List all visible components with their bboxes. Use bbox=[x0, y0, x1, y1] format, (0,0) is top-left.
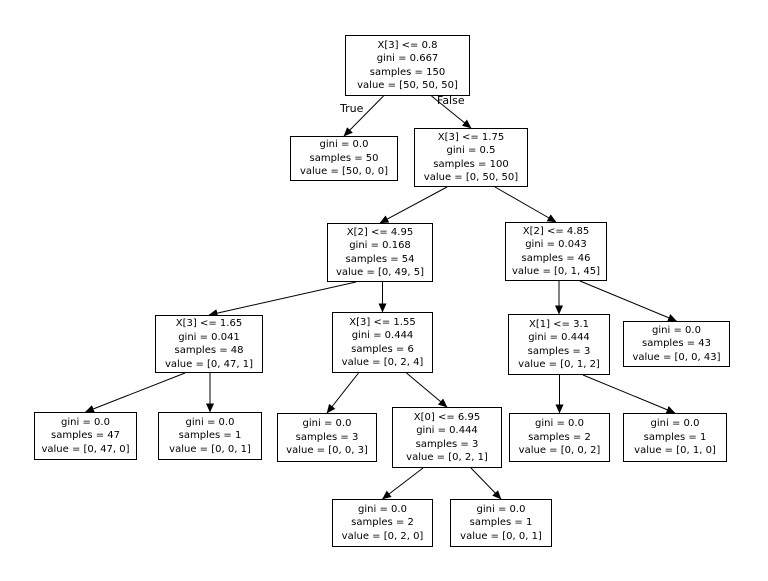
tree-node-n2: X[3] <= 1.75 gini = 0.5 samples = 100 value… bbox=[414, 128, 528, 187]
node-text-line: value = [0, 2, 0] bbox=[341, 530, 424, 542]
node-text-line: samples = 1 bbox=[643, 431, 707, 443]
tree-node-n7: X[1] <= 3.1 gini = 0.444 samples = 3 value … bbox=[508, 314, 610, 375]
node-text-line: gini = 0.444 bbox=[351, 330, 414, 341]
node-text-line: gini = 0.0 bbox=[358, 503, 407, 515]
tree-edge-n6-n11 bbox=[326, 372, 359, 414]
node-text-line: value = [0, 47, 1] bbox=[164, 358, 254, 370]
node-text-line: X[2] <= 4.85 bbox=[522, 225, 590, 237]
node-text-line: value = [0, 1, 45] bbox=[511, 266, 601, 277]
node-text-line: gini = 0.0 bbox=[476, 503, 526, 515]
node-text-line: gini = 0.0 bbox=[652, 324, 701, 336]
node-text-line: value = [0, 47, 0] bbox=[41, 443, 130, 455]
node-text-line: gini = 0.0 bbox=[650, 418, 700, 430]
node-text-line: samples = 1 bbox=[469, 517, 533, 529]
node-text-line: value = [0, 2, 4] bbox=[341, 357, 424, 368]
tree-edge-n6-n12 bbox=[406, 372, 448, 408]
tree-edge-n0-n2 bbox=[431, 95, 472, 129]
node-text-line: gini = 0.667 bbox=[376, 53, 439, 64]
node-text-line: samples = 150 bbox=[369, 66, 446, 78]
node-text-line: samples = 1 bbox=[178, 430, 242, 442]
node-text-line: X[3] <= 1.55 bbox=[349, 316, 416, 328]
tree-node-n12: X[0] <= 6.95 gini = 0.444 samples = 3 value… bbox=[392, 407, 502, 468]
node-text-line: gini = 0.0 bbox=[302, 418, 352, 430]
node-text-line: gini = 0.444 bbox=[528, 332, 590, 343]
node-text-line: value = [0, 0, 43] bbox=[632, 351, 721, 363]
edge-label-true: True bbox=[340, 102, 364, 115]
node-text-line: value = [50, 0, 0] bbox=[299, 166, 389, 178]
node-text-line: gini = 0.444 bbox=[416, 425, 478, 436]
tree-node-n0: X[3] <= 0.8 gini = 0.667 samples = 150 valu… bbox=[345, 35, 470, 96]
node-text-line: X[2] <= 4.95 bbox=[346, 226, 414, 238]
node-text-line: samples = 3 bbox=[295, 431, 359, 443]
node-text-line: value = [0, 0, 2] bbox=[518, 445, 601, 457]
node-text-line: value = [0, 0, 1] bbox=[460, 530, 542, 542]
node-text-line: X[1] <= 3.1 bbox=[528, 318, 590, 330]
node-text-line: samples = 46 bbox=[521, 252, 591, 264]
node-text-line: value = [0, 50, 50] bbox=[423, 172, 519, 183]
tree-edge-n12-n15 bbox=[382, 467, 424, 500]
edge-label-false: False bbox=[437, 94, 465, 107]
node-text-line: gini = 0.0 bbox=[535, 418, 584, 430]
node-text-line: samples = 48 bbox=[174, 345, 244, 356]
node-text-line: samples = 2 bbox=[351, 517, 414, 529]
node-text-line: X[3] <= 1.75 bbox=[437, 131, 505, 143]
tree-node-n3: X[2] <= 4.95 gini = 0.168 samples = 54 valu… bbox=[327, 223, 433, 282]
tree-edge-n5-n9 bbox=[85, 372, 186, 413]
node-text-line: samples = 3 bbox=[415, 438, 479, 450]
node-text-line: gini = 0.168 bbox=[349, 240, 411, 251]
tree-edge-n12-n16 bbox=[470, 467, 502, 500]
node-text-line: value = [0, 2, 1] bbox=[406, 452, 488, 463]
node-text-line: value = [0, 1, 2] bbox=[518, 359, 600, 370]
node-text-line: value = [0, 49, 5] bbox=[335, 267, 425, 278]
node-text-line: gini = 0.0 bbox=[185, 416, 235, 428]
node-text-line: samples = 54 bbox=[345, 253, 415, 265]
tree-node-n5: X[3] <= 1.65 gini = 0.041 samples = 48 valu… bbox=[155, 315, 263, 373]
node-text-line: value = [0, 0, 1] bbox=[169, 443, 251, 455]
node-text-line: value = [0, 0, 3] bbox=[286, 445, 368, 457]
node-text-line: value = [0, 1, 0] bbox=[634, 445, 716, 457]
tree-edge-n3-n5 bbox=[208, 281, 357, 318]
node-text-line: gini = 0.041 bbox=[178, 331, 240, 343]
node-text-line: samples = 100 bbox=[433, 158, 509, 170]
node-text-line: X[3] <= 0.8 bbox=[377, 39, 438, 51]
node-text-line: gini = 0.0 bbox=[319, 139, 369, 151]
node-text-line: gini = 0.0 bbox=[61, 416, 110, 428]
node-text-line: value = [50, 50, 50] bbox=[357, 80, 458, 91]
tree-edge-n0-n1 bbox=[343, 95, 384, 137]
node-text-line: samples = 2 bbox=[528, 431, 591, 443]
tree-edge-n2-n4 bbox=[494, 186, 557, 223]
tree-node-n6: X[3] <= 1.55 gini = 0.444 samples = 6 value… bbox=[332, 312, 433, 373]
node-text-line: samples = 3 bbox=[527, 345, 591, 357]
tree-edge-n4-n8 bbox=[579, 280, 677, 322]
tree-edges bbox=[85, 95, 677, 500]
node-text-line: gini = 0.5 bbox=[446, 145, 496, 156]
tree-node-n4: X[2] <= 4.85 gini = 0.043 samples = 46 valu… bbox=[505, 222, 607, 281]
node-text-line: X[3] <= 1.65 bbox=[175, 318, 243, 329]
tree-edge-n2-n3 bbox=[379, 186, 448, 224]
tree-edge-n7-n14 bbox=[582, 374, 676, 414]
node-text-line: gini = 0.043 bbox=[525, 239, 587, 250]
node-text-line: samples = 43 bbox=[641, 338, 712, 350]
node-text-line: samples = 6 bbox=[351, 343, 414, 355]
node-text-line: samples = 47 bbox=[50, 430, 121, 442]
node-text-line: X[0] <= 6.95 bbox=[413, 411, 481, 423]
node-text-line: samples = 50 bbox=[309, 152, 379, 164]
